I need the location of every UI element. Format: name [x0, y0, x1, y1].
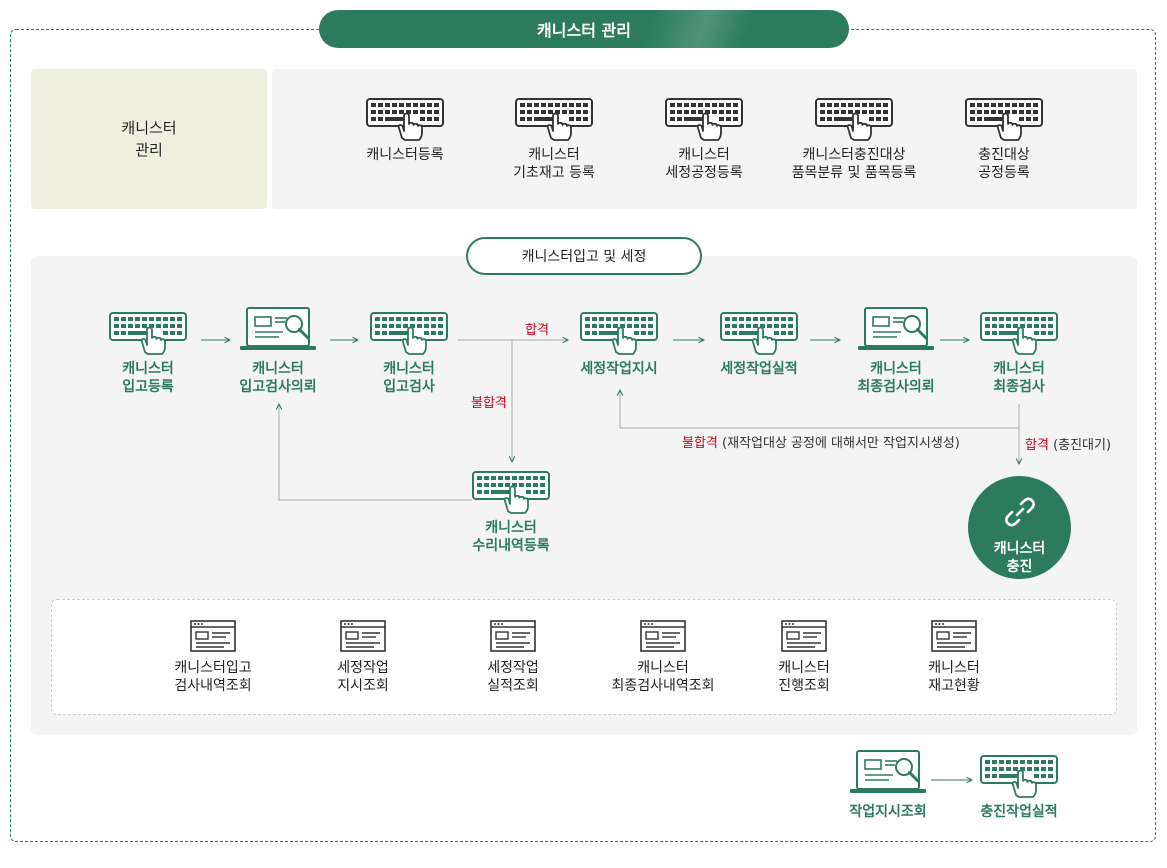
link-icon — [1004, 497, 1035, 527]
flow-fill-node[interactable]: 캐니스터 충진 — [968, 476, 1071, 579]
inquiry-label: 캐니스터 진행조회 — [778, 660, 830, 694]
inquiry-label: 캐니스터 최종검사내역조회 — [611, 660, 715, 694]
laptop-search-icon — [239, 307, 317, 351]
inquiry-wash-order[interactable]: 세정작업 지시조회 — [288, 620, 438, 695]
window-doc-icon — [640, 620, 686, 652]
flow-node-label: 세정작업지시 — [580, 361, 658, 377]
flow-receipt-register[interactable]: 캐니스터 입고등록 — [73, 312, 223, 396]
bottom-order-inquiry[interactable]: 작업지시조회 — [813, 750, 963, 821]
flow-node-label: 캐니스터 수리내역등록 — [472, 520, 550, 554]
status-pass-label: 합격 — [1025, 438, 1049, 453]
flow-repair-register[interactable]: 캐니스터 수리내역등록 — [436, 471, 586, 555]
inquiry-receipt-inspect-history[interactable]: 캐니스터입고 검사내역조회 — [138, 620, 288, 695]
status-pass: 합격 — [525, 323, 549, 338]
inquiry-final-inspect-history[interactable]: 캐니스터 최종검사내역조회 — [588, 620, 738, 695]
mgmt-item-label: 캐니스터충진대상 품목분류 및 품목등록 — [791, 147, 917, 181]
inquiry-label: 세정작업 실적조회 — [487, 660, 539, 694]
window-doc-icon — [490, 620, 536, 652]
flow-node-label: 캐니스터 입고검사 — [383, 361, 435, 395]
flow-wash-order[interactable]: 세정작업지시 — [544, 312, 694, 378]
mgmt-base-stock-register[interactable]: 캐니스터 기초재고 등록 — [479, 98, 629, 182]
flow-node-label: 캐니스터 최종검사의뢰 — [857, 361, 935, 395]
window-doc-icon — [781, 620, 827, 652]
section-title: 캐니스터입고 및 세정 — [466, 237, 702, 275]
mgmt-item-label: 캐니스터등록 — [366, 147, 444, 163]
mgmt-fill-target-item-register[interactable]: 캐니스터충진대상 품목분류 및 품목등록 — [779, 98, 929, 182]
status-pass-wait: 합격 (충진대기) — [1025, 434, 1111, 453]
inquiry-progress[interactable]: 캐니스터 진행조회 — [729, 620, 879, 695]
status-fail-rework: 불합격 (재작업대상 공정에 대해서만 작업지시생성) — [682, 432, 960, 451]
mgmt-wash-process-register[interactable]: 캐니스터 세정공정등록 — [629, 98, 779, 182]
mgmt-fill-target-process-register[interactable]: 충진대상 공정등록 — [929, 98, 1079, 182]
keyboard-hand-icon — [472, 471, 550, 515]
keyboard-hand-icon — [580, 312, 658, 356]
flow-node-label: 세정작업실적 — [720, 361, 798, 377]
flow-final-inspect[interactable]: 캐니스터 최종검사 — [944, 312, 1094, 396]
page-title: 캐니스터 관리 — [319, 10, 849, 48]
mgmt-item-label: 캐니스터 기초재고 등록 — [513, 147, 595, 181]
keyboard-hand-icon — [980, 312, 1058, 356]
flow-node-label: 캐니스터 입고검사의뢰 — [239, 361, 317, 395]
keyboard-hand-icon — [980, 755, 1058, 799]
keyboard-hand-icon — [370, 312, 448, 356]
management-label: 캐니스터 관리 — [31, 69, 267, 209]
mgmt-item-label: 캐니스터 세정공정등록 — [665, 147, 743, 181]
keyboard-hand-icon — [109, 312, 187, 356]
inquiry-label: 캐니스터 재고현황 — [928, 660, 980, 694]
status-fail-label: 불합격 — [682, 436, 718, 451]
flow-node-label: 캐니스터 입고등록 — [122, 361, 174, 395]
laptop-search-icon — [857, 307, 935, 351]
laptop-search-icon — [849, 750, 927, 794]
inquiry-wash-result[interactable]: 세정작업 실적조회 — [438, 620, 588, 695]
inquiry-panel — [51, 599, 1117, 715]
bottom-fill-result[interactable]: 충진작업실적 — [944, 755, 1094, 821]
flow-wash-result[interactable]: 세정작업실적 — [684, 312, 834, 378]
window-doc-icon — [931, 620, 977, 652]
mgmt-item-label: 충진대상 공정등록 — [978, 147, 1030, 181]
flow-receipt-inspect-request[interactable]: 캐니스터 입고검사의뢰 — [203, 307, 353, 396]
status-fail: 불합격 — [471, 396, 507, 411]
flow-node-label: 캐니스터 최종검사 — [993, 361, 1045, 395]
inquiry-label: 세정작업 지시조회 — [337, 660, 389, 694]
bottom-node-label: 충진작업실적 — [980, 804, 1058, 820]
mgmt-canister-register[interactable]: 캐니스터등록 — [330, 98, 480, 164]
flow-final-inspect-request[interactable]: 캐니스터 최종검사의뢰 — [821, 307, 971, 396]
window-doc-icon — [340, 620, 386, 652]
keyboard-hand-icon — [720, 312, 798, 356]
bottom-node-label: 작업지시조회 — [849, 804, 927, 820]
inquiry-label: 캐니스터입고 검사내역조회 — [174, 660, 252, 694]
window-doc-icon — [190, 620, 236, 652]
status-fail-note: (재작업대상 공정에 대해서만 작업지시생성) — [722, 436, 960, 451]
inquiry-stock-status[interactable]: 캐니스터 재고현황 — [879, 620, 1029, 695]
flow-fill-label: 캐니스터 충진 — [993, 541, 1046, 575]
status-pass-note: (충진대기) — [1053, 438, 1112, 453]
flow-receipt-inspect[interactable]: 캐니스터 입고검사 — [334, 312, 484, 396]
